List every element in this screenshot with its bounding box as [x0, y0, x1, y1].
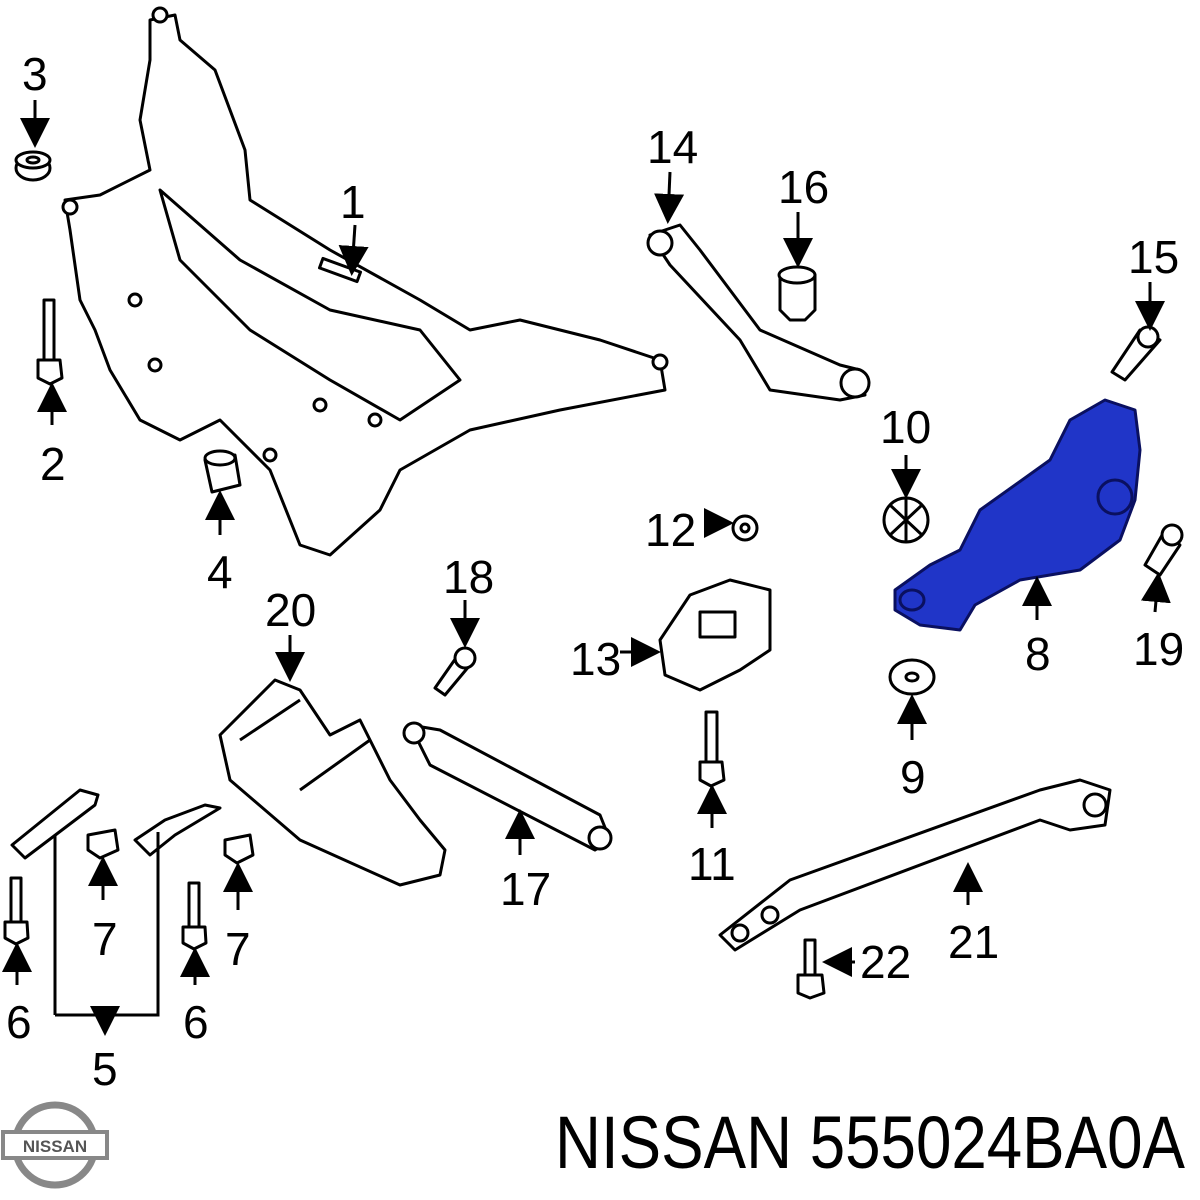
part-number: 555024BA0A — [810, 1101, 1186, 1184]
callout-1: 1 — [340, 176, 366, 228]
callout-13: 13 — [570, 633, 621, 685]
callout-6a: 6 — [6, 996, 32, 1048]
callout-7b: 7 — [225, 923, 251, 975]
callout-15: 15 — [1128, 231, 1179, 283]
callout-2: 2 — [40, 438, 66, 490]
bracket-part-13[interactable] — [658, 578, 772, 692]
callout-18: 18 — [443, 551, 494, 603]
callout-20: 20 — [265, 584, 316, 636]
callout-17: 17 — [500, 863, 551, 915]
brand-name: NISSAN — [555, 1101, 792, 1184]
callout-21: 21 — [948, 916, 999, 968]
callout-labels: 1 2 3 4 5 6 6 7 7 8 9 10 11 12 13 14 15 … — [6, 48, 1184, 1095]
bolt-part-6a[interactable] — [3, 876, 30, 946]
bushing-part-4[interactable] — [203, 449, 242, 494]
bracket-part-5[interactable] — [10, 788, 222, 860]
part-caption: NISSAN 555024BA0A — [555, 1101, 1186, 1184]
nut-part-7b[interactable] — [223, 833, 255, 865]
bolt-part-11[interactable] — [698, 710, 726, 788]
upper-arm-part-14[interactable] — [646, 223, 871, 402]
nissan-logo: NISSAN — [1, 1101, 109, 1189]
nut-part-7a[interactable] — [86, 828, 120, 860]
callout-4: 4 — [207, 546, 233, 598]
lower-link-part-17[interactable] — [402, 721, 613, 852]
bolt-part-2[interactable] — [36, 298, 64, 386]
callout-3: 3 — [22, 48, 48, 100]
callout-9: 9 — [900, 751, 926, 803]
callout-8: 8 — [1025, 628, 1051, 680]
stabilizer-link-part-21[interactable] — [718, 778, 1112, 952]
callout-22: 22 — [860, 936, 911, 988]
subframe-part-1[interactable] — [61, 6, 669, 557]
bolt-part-6b[interactable] — [181, 881, 208, 951]
callout-6b: 6 — [183, 996, 209, 1048]
callout-14: 14 — [647, 121, 698, 173]
callout-19: 19 — [1133, 623, 1184, 675]
logo-text: NISSAN — [23, 1137, 87, 1156]
callout-10: 10 — [880, 401, 931, 453]
leader-lines — [1, 100, 1171, 1030]
callout-12: 12 — [645, 504, 696, 556]
bolt-part-19[interactable] — [1143, 523, 1184, 577]
shield-part-20[interactable] — [218, 678, 447, 887]
bolt-part-18[interactable] — [433, 646, 477, 697]
bushing-part-3[interactable] — [14, 150, 52, 182]
bolt-part-15[interactable] — [1110, 325, 1162, 382]
bolt-part-22[interactable] — [796, 938, 826, 1000]
callout-7a: 7 — [92, 913, 118, 965]
washer-part-9[interactable] — [888, 658, 936, 696]
bushing-part-10[interactable] — [882, 496, 930, 544]
knuckle-part-8[interactable] — [893, 398, 1142, 632]
callout-11: 11 — [688, 838, 736, 890]
callout-5: 5 — [92, 1043, 118, 1095]
plug-part-16[interactable] — [777, 265, 817, 322]
washer-part-12[interactable] — [731, 514, 759, 542]
callout-16: 16 — [778, 161, 829, 213]
